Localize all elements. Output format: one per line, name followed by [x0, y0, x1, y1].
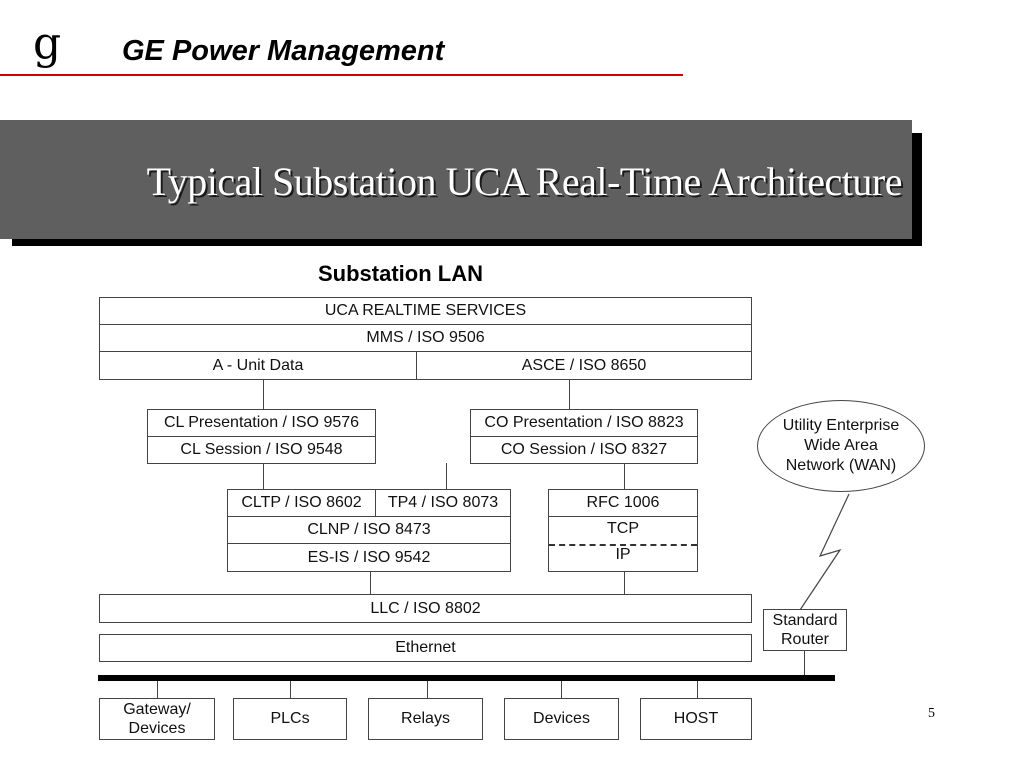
- title-banner: Typical Substation UCA Real-Time Archite…: [0, 120, 912, 239]
- gateway-line-2: Devices: [128, 720, 186, 737]
- mms-box: MMS / ISO 9506: [99, 324, 752, 352]
- ethernet-box: Ethernet: [99, 634, 752, 662]
- connector-co-tp4: [446, 463, 447, 489]
- page-number: 5: [928, 706, 935, 721]
- plcs-box: PLCs: [233, 698, 347, 740]
- tp4-box: TP4 / ISO 8073: [375, 489, 511, 517]
- connector-asce-co: [569, 379, 570, 409]
- connector-osi-llc: [370, 571, 371, 595]
- clnp-box: CLNP / ISO 8473: [227, 516, 511, 544]
- wan-line-3: Network (WAN): [785, 457, 897, 474]
- rfc1006-box: RFC 1006: [548, 489, 698, 517]
- wan-line-2: Wide Area: [804, 437, 878, 454]
- ge-logo: g: [33, 18, 62, 69]
- cl-session-box: CL Session / ISO 9548: [147, 436, 376, 464]
- connector-router-bus: [804, 650, 805, 676]
- connector-cl-cltp: [263, 463, 264, 489]
- connector-unitdata-cl: [263, 379, 264, 409]
- connector-bus-gateway: [157, 681, 158, 699]
- connector-bus-plcs: [290, 681, 291, 699]
- connector-co-rfc: [624, 463, 625, 489]
- connector-ip-llc: [624, 571, 625, 595]
- devices-box: Devices: [504, 698, 619, 740]
- wan-ellipse: Utility Enterprise Wide Area Network (WA…: [757, 400, 925, 492]
- wan-line-1: Utility Enterprise: [782, 417, 900, 434]
- co-session-box: CO Session / ISO 8327: [470, 436, 698, 464]
- company-name: GE Power Management: [122, 35, 445, 67]
- uca-realtime-services-box: UCA REALTIME SERVICES: [99, 297, 752, 325]
- esis-box: ES-IS / ISO 9542: [227, 543, 511, 572]
- llc-box: LLC / ISO 8802: [99, 594, 752, 623]
- unit-data-box: A - Unit Data: [99, 351, 417, 380]
- router-line-1: Standard: [772, 612, 838, 629]
- asce-box: ASCE / ISO 8650: [416, 351, 752, 380]
- gateway-line-1: Gateway/: [123, 701, 191, 718]
- connector-bus-host: [697, 681, 698, 699]
- diagram-heading: Substation LAN: [318, 261, 483, 286]
- host-box: HOST: [640, 698, 752, 740]
- standard-router-box: Standard Router: [763, 609, 847, 651]
- router-line-2: Router: [780, 631, 830, 648]
- tcp-ip-divider: [549, 544, 697, 546]
- co-presentation-box: CO Presentation / ISO 8823: [470, 409, 698, 437]
- slide-title: Typical Substation UCA Real-Time Archite…: [146, 159, 903, 204]
- connector-bus-relays: [427, 681, 428, 699]
- ip-label: IP: [615, 546, 631, 563]
- connector-bus-devices: [561, 681, 562, 699]
- relays-box: Relays: [368, 698, 483, 740]
- cl-presentation-box: CL Presentation / ISO 9576: [147, 409, 376, 437]
- header-rule: [0, 74, 683, 76]
- gateway-devices-box: Gateway/ Devices: [99, 698, 215, 740]
- tcp-label: TCP: [607, 520, 639, 537]
- cltp-box: CLTP / ISO 8602: [227, 489, 376, 517]
- lan-bus: [98, 675, 835, 681]
